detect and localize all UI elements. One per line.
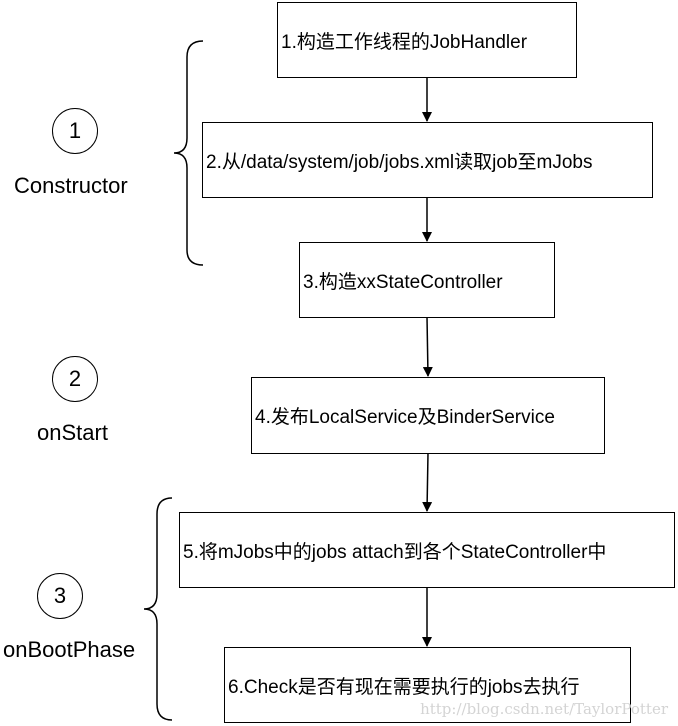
step-6-label: 6.Check是否有现在需要执行的jobs去执行 <box>228 676 580 698</box>
brace-onbootphase <box>143 497 173 721</box>
step-2-box: 2.从/data/system/job/jobs.xml读取job至mJobs <box>202 122 653 198</box>
step-2-label: 2.从/data/system/job/jobs.xml读取job至mJobs <box>206 151 593 173</box>
phase-3-number: 3 <box>53 583 67 608</box>
phase-3-name: onBootPhase <box>3 637 136 662</box>
arrow-step3-step4 <box>422 316 433 377</box>
phase-2-number: 2 <box>68 366 82 391</box>
step-5-box: 5.将mJobs中的jobs attach到各个StateController中 <box>179 512 675 588</box>
phase-2-circle: 2 <box>52 356 98 402</box>
step-4-box: 4.发布LocalService及BinderService <box>251 377 605 454</box>
step-1-label: 1.构造工作线程的JobHandler <box>281 31 528 53</box>
watermark: http://blog.csdn.net/TaylorPotter <box>420 700 668 718</box>
phase-3-circle: 3 <box>37 573 83 619</box>
step-1-box: 1.构造工作线程的JobHandler <box>277 2 577 78</box>
step-4-label: 4.发布LocalService及BinderService <box>255 407 555 428</box>
phase-1-name: Constructor <box>14 173 128 198</box>
step-6-box: 6.Check是否有现在需要执行的jobs去执行 <box>224 647 631 723</box>
step-5-label: 5.将mJobs中的jobs attach到各个StateController中 <box>183 541 607 563</box>
step-3-box: 3.构造xxStateController <box>299 242 555 318</box>
phase-1-circle: 1 <box>52 108 98 154</box>
step-3-label: 3.构造xxStateController <box>303 271 503 293</box>
phase-1-number: 1 <box>68 118 82 143</box>
brace-constructor <box>173 40 204 266</box>
arrow-step4-step5 <box>422 452 433 512</box>
phase-2-name: onStart <box>37 420 108 445</box>
